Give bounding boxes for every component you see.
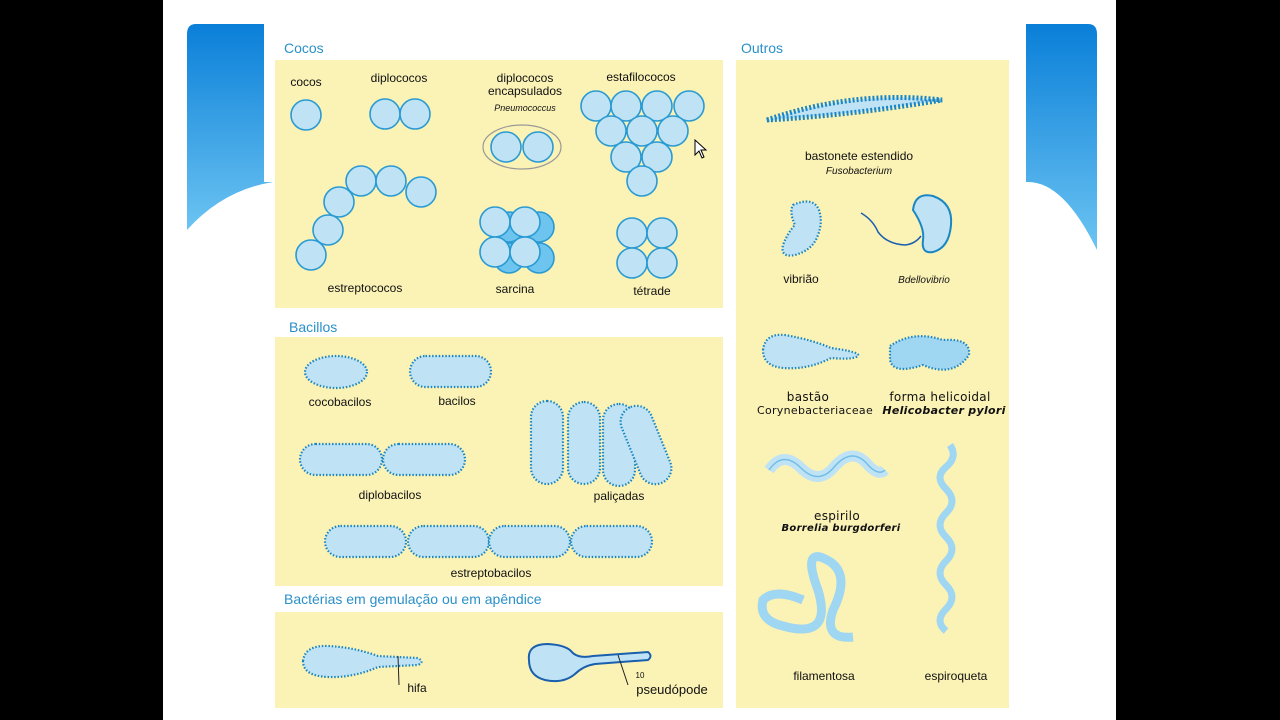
label-sarcina: sarcina [495,282,535,296]
label-filamentosa: filamentosa [793,669,855,683]
label-borrelia: Borrelia burgdorferi [781,523,901,534]
section-title-cocos: Cocos [284,40,324,56]
label-palicadas: paliçadas [593,489,645,503]
label-vibriao: vibrião [783,272,819,286]
diplococos-encapsulados-cells [490,131,554,163]
sarcina-cells [479,206,555,274]
espiroqueta-cell [936,443,957,634]
estreptococos-cells [295,165,437,271]
label-estafilococos: estafilococos [606,70,676,84]
label-tetrade: tétrade [633,284,671,298]
label-diplococos-encapsulados-1: diplococos [496,71,554,85]
outros-panel [736,60,1009,708]
slide-decoration [187,24,1097,250]
diplobacilos-cells [298,442,467,477]
filamentosa-cell [757,552,854,642]
palicadas-cells [529,399,673,488]
estafilococos-cells [580,90,705,197]
label-marker-10: 10 [635,671,645,680]
slide: Cocos Bacillos Bactérias em gemulação ou… [163,0,1116,720]
label-bacilos: bacilos [438,394,476,408]
section-title-bacillos: Bacillos [289,319,338,335]
label-pseudopode: pseudópode [636,682,708,697]
label-hifa: hifa [407,681,427,695]
bacilo-cell [408,354,493,389]
mouse-cursor-icon [694,139,708,159]
right-blue-band [1026,24,1097,250]
label-forma-helicoidal: forma helicoidal [889,390,991,404]
bdellovibrio-cell [911,194,953,254]
label-bastonete-estendido: bastonete estendido [804,149,914,163]
diplococos-cells [369,98,431,130]
tetrade-cells [616,217,678,279]
label-estreptobacilos: estreptobacilos [450,566,532,580]
label-cocobacilos: cocobacilos [308,395,372,409]
pseudopode-pointer [617,654,629,686]
bacteria-shapes [290,90,971,686]
label-diplobacilos: diplobacilos [358,488,422,502]
left-blue-band [187,24,273,230]
label-bdellovibrio: Bdellovibrio [898,275,950,286]
label-diplococos-encapsulados-2: encapsulados [487,84,563,98]
bdellovibrio-flagellum [860,212,922,246]
label-corynebacteriaceae: Corynebacteriaceae [756,404,874,417]
coco-cell [290,99,322,131]
helicoidal-cell [888,335,971,371]
label-helicobacter: Helicobacter pylori [882,404,1006,417]
label-estreptococos: estreptococos [327,281,403,295]
label-espirilo: espirilo [814,509,860,523]
label-pneumococcus: Pneumococcus [494,103,556,113]
capsule-outline [482,124,562,170]
vibriao-cell [781,200,822,257]
label-cocos: cocos [290,75,322,89]
label-diplococos: diplococos [370,71,428,85]
hifa-cell [301,644,423,679]
label-fusobacterium: Fusobacterium [825,166,893,177]
label-bastao: bastão [786,390,830,404]
label-espiroqueta: espiroqueta [924,669,988,683]
hifa-pointer [397,655,400,686]
pseudopode-cell [527,642,652,683]
estreptobacilos-cells [323,524,654,559]
bastao-cell [761,333,860,370]
cocobacilo-cell [303,354,369,390]
section-title-outros: Outros [741,40,784,56]
bastonete-estendido-cell [766,95,943,123]
section-title-gemulacao: Bactérias em gemulação ou em apêndice [284,591,542,607]
